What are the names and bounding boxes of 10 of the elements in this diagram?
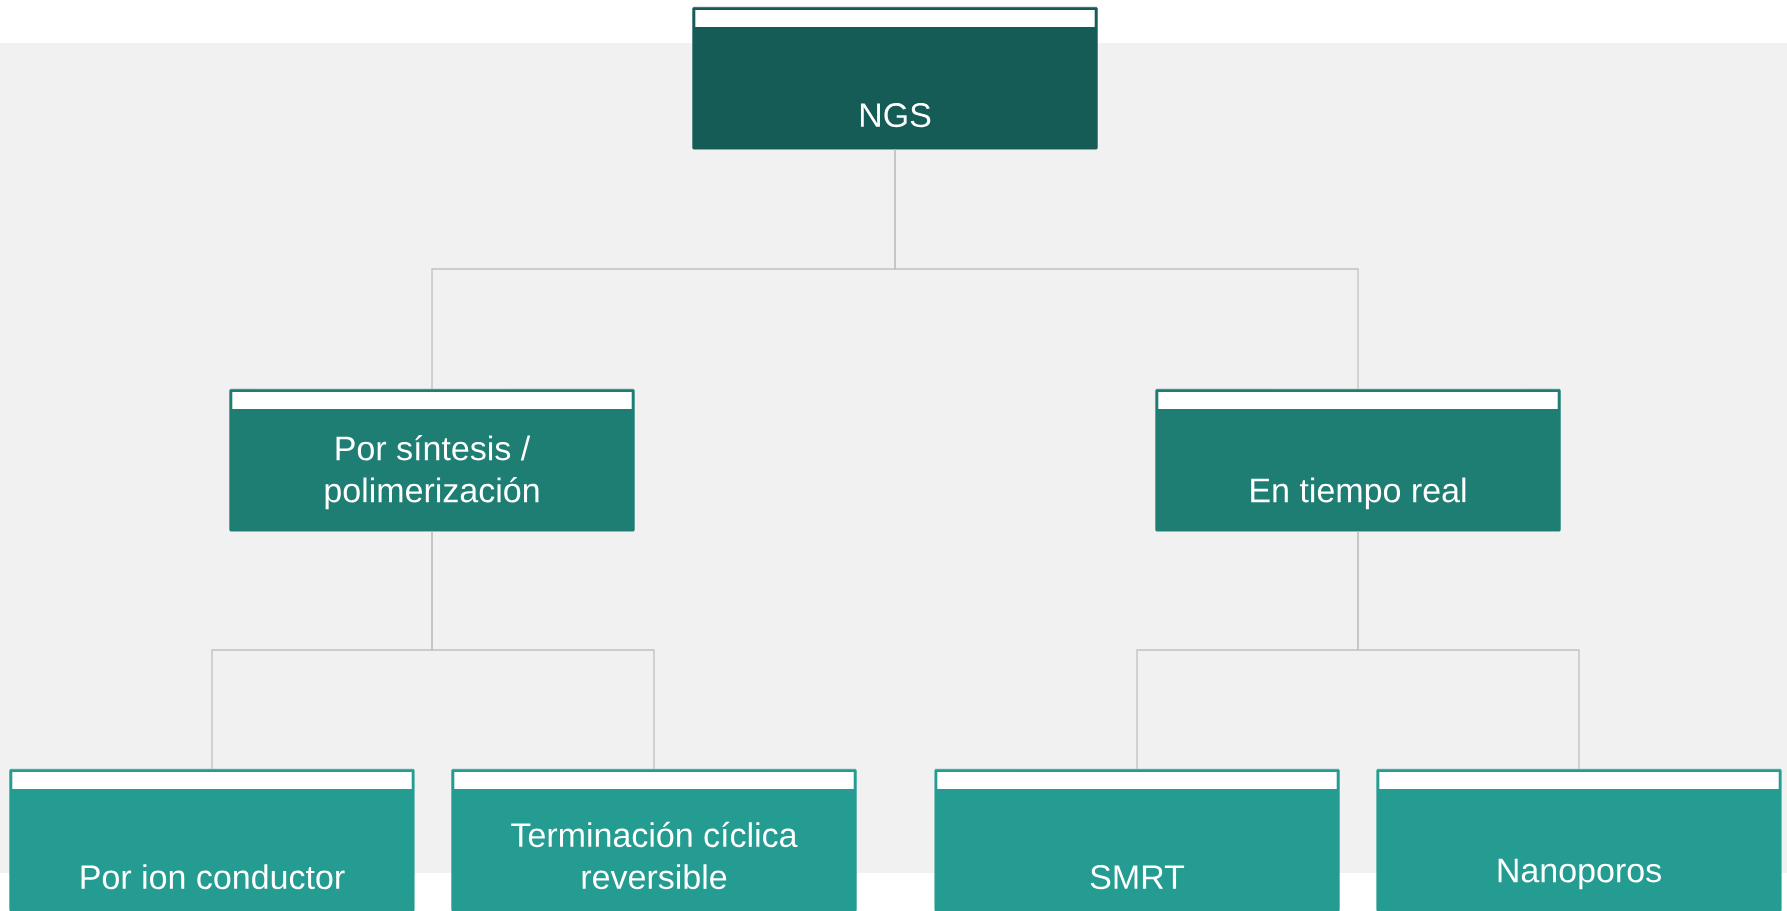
connector-line xyxy=(1357,530,1580,770)
org-box: SMRT xyxy=(934,769,1340,911)
org-box: En tiempo real xyxy=(1155,389,1561,532)
org-box: Nanoporos xyxy=(1376,769,1782,911)
org-box: Por ion conductor xyxy=(9,769,415,911)
connector-line xyxy=(431,530,655,770)
org-box: Terminación cíclica reversible xyxy=(451,769,857,911)
org-box: Por síntesis / polimerización xyxy=(229,389,635,532)
connector-line xyxy=(894,148,1359,390)
org-box: NGS xyxy=(692,7,1098,150)
